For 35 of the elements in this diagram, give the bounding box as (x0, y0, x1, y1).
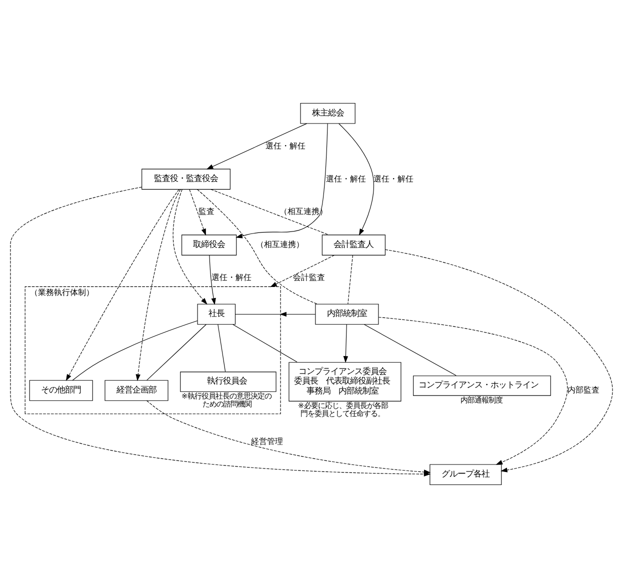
arrow (172, 188, 208, 304)
arrow (146, 400, 431, 474)
connector (197, 188, 318, 304)
connector (364, 324, 456, 376)
arrow (206, 122, 308, 169)
node-box: 監査役・監査役会 (142, 168, 230, 190)
connector (348, 254, 354, 304)
connector (146, 324, 206, 380)
node-box: 株主総会 (300, 102, 356, 124)
arrow (66, 188, 180, 381)
node-box: 執行役員会 (180, 371, 276, 392)
node-box: 経営企画部 (104, 380, 168, 400)
arrow (270, 254, 335, 287)
arrow (189, 188, 206, 236)
arrow (343, 324, 348, 362)
connector (218, 324, 226, 372)
node-box: 取締役会 (182, 234, 237, 255)
node-box: 内部統制室 (315, 303, 379, 324)
arrow (136, 188, 181, 381)
arrow (338, 122, 374, 236)
node-box: 会計監査人 (322, 234, 386, 255)
arrow (280, 311, 316, 316)
node-box: その他部門 (29, 380, 93, 400)
connector (234, 313, 316, 314)
arrow (236, 122, 328, 238)
arrow (209, 254, 216, 304)
arrow (385, 248, 613, 472)
node-box: グループ各社 (430, 464, 502, 485)
arrow (378, 316, 568, 464)
node-box: コンプライアンス・ホットライン (413, 375, 551, 396)
node-box: 社長 (197, 303, 236, 324)
connector (72, 320, 198, 380)
connector (210, 188, 329, 235)
node-box: コンプライアンス委員会 委員長 代表取締役副社長 事務局 内部統制室 (288, 362, 402, 401)
connector (232, 324, 298, 362)
